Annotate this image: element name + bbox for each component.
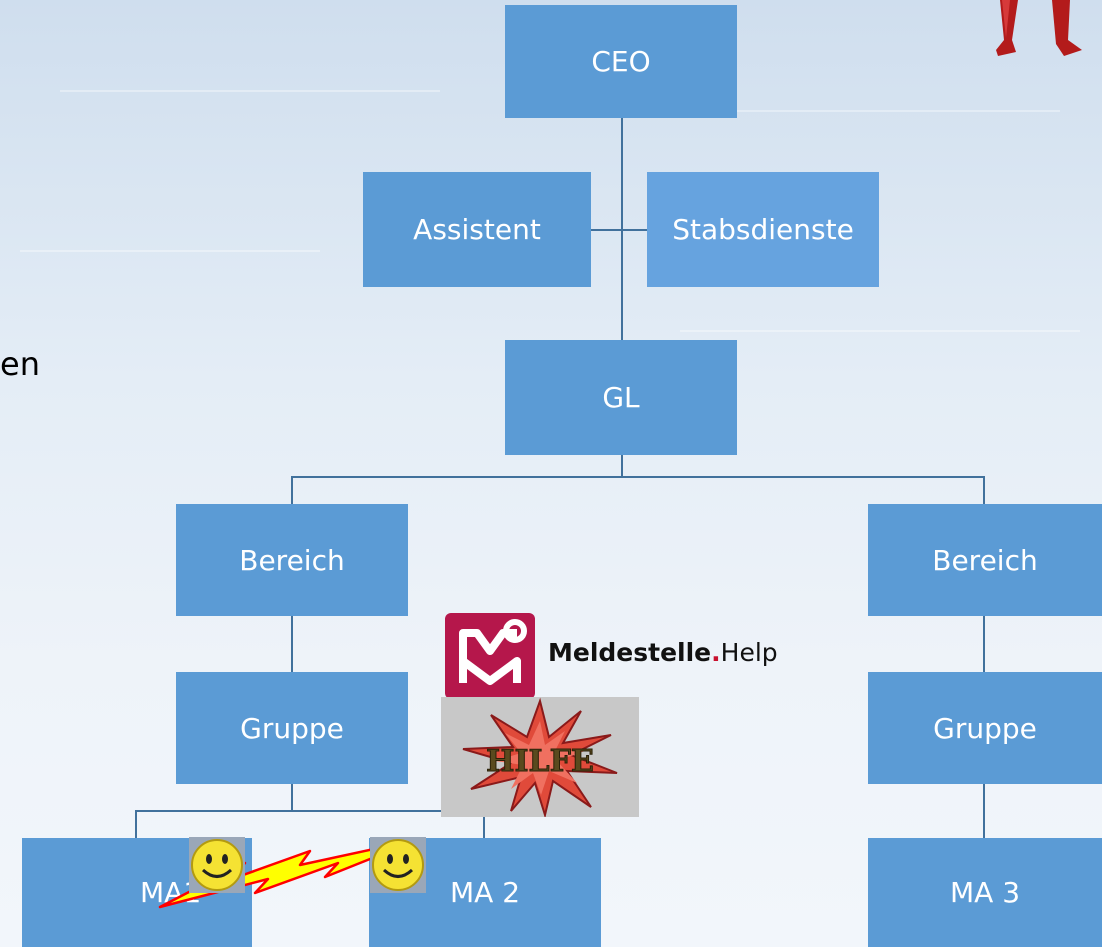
logo-dot: . xyxy=(711,638,721,667)
connector-assistent-stab xyxy=(590,229,648,231)
connector-gl-down xyxy=(621,455,623,477)
node-gruppe-right: Gruppe xyxy=(868,672,1102,784)
connector-bereich-gruppe-left xyxy=(291,616,293,672)
connector-gruppe-ma3 xyxy=(983,784,985,840)
smiley-icon xyxy=(189,837,245,893)
hilfe-label: HILFE xyxy=(486,744,594,779)
person-figure-icon xyxy=(996,0,1082,56)
connector-to-ma1 xyxy=(135,810,137,838)
logo-suffix: Help xyxy=(720,638,778,667)
connector-to-ma2 xyxy=(483,810,485,838)
smiley-icon xyxy=(370,837,426,893)
node-stabsdienste: Stabsdienste xyxy=(647,172,879,287)
node-ceo: CEO xyxy=(505,5,737,118)
node-ma3: MA 3 xyxy=(868,838,1102,947)
logo-brand: Meldestelle xyxy=(548,638,712,667)
connector-to-bereich-right xyxy=(983,476,985,504)
node-bereich-left: Bereich xyxy=(176,504,408,616)
connector-bereich-gruppe-right xyxy=(983,616,985,672)
side-text: en xyxy=(0,345,40,383)
hilfe-burst-icon: HILFE xyxy=(462,697,618,819)
node-assistent: Assistent xyxy=(363,172,591,287)
meldestelle-logo-text: Meldestelle.Help xyxy=(548,638,778,667)
node-gl: GL xyxy=(505,340,737,455)
meldestelle-logo-icon xyxy=(445,613,535,699)
connector-to-bereich-left xyxy=(291,476,293,504)
hilfe-image: HILFE xyxy=(441,697,639,819)
connector-gruppe-down-left xyxy=(291,784,293,812)
node-gruppe-left: Gruppe xyxy=(176,672,408,784)
node-bereich-right: Bereich xyxy=(868,504,1102,616)
connector-ma-horizontal xyxy=(135,810,485,812)
connector-bereich-horizontal xyxy=(291,476,985,478)
